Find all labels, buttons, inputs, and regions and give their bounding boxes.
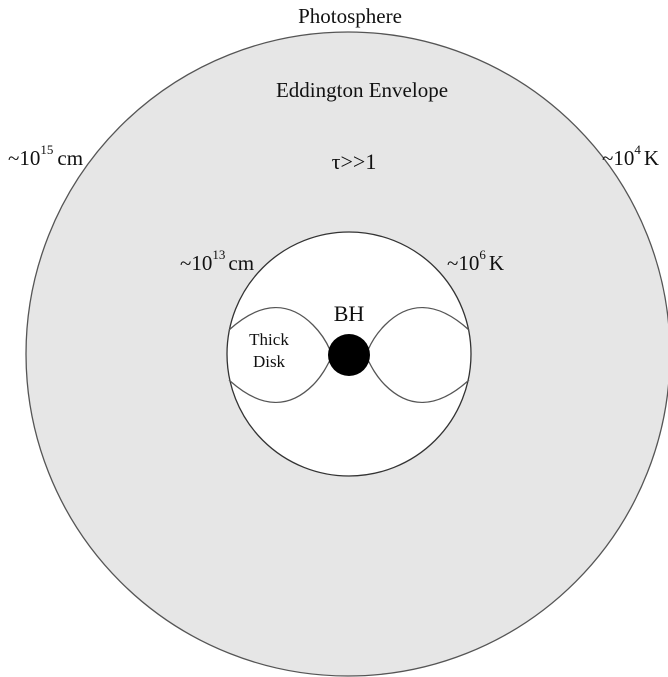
thick-disk-label-line1: Thick (249, 330, 289, 349)
thick-disk-right-upper (367, 307, 470, 351)
photosphere-label: Photosphere (298, 4, 402, 28)
black-hole (328, 334, 370, 376)
thick-disk-left-lower (228, 359, 331, 403)
thick-disk-right-lower (367, 359, 470, 403)
optical-depth-label: τ>>1 (332, 149, 377, 174)
thick-disk-left-upper (228, 307, 331, 351)
thick-disk-label-line2: Disk (253, 352, 286, 371)
black-hole-label: BH (334, 301, 365, 326)
eddington-envelope-label: Eddington Envelope (276, 78, 448, 102)
